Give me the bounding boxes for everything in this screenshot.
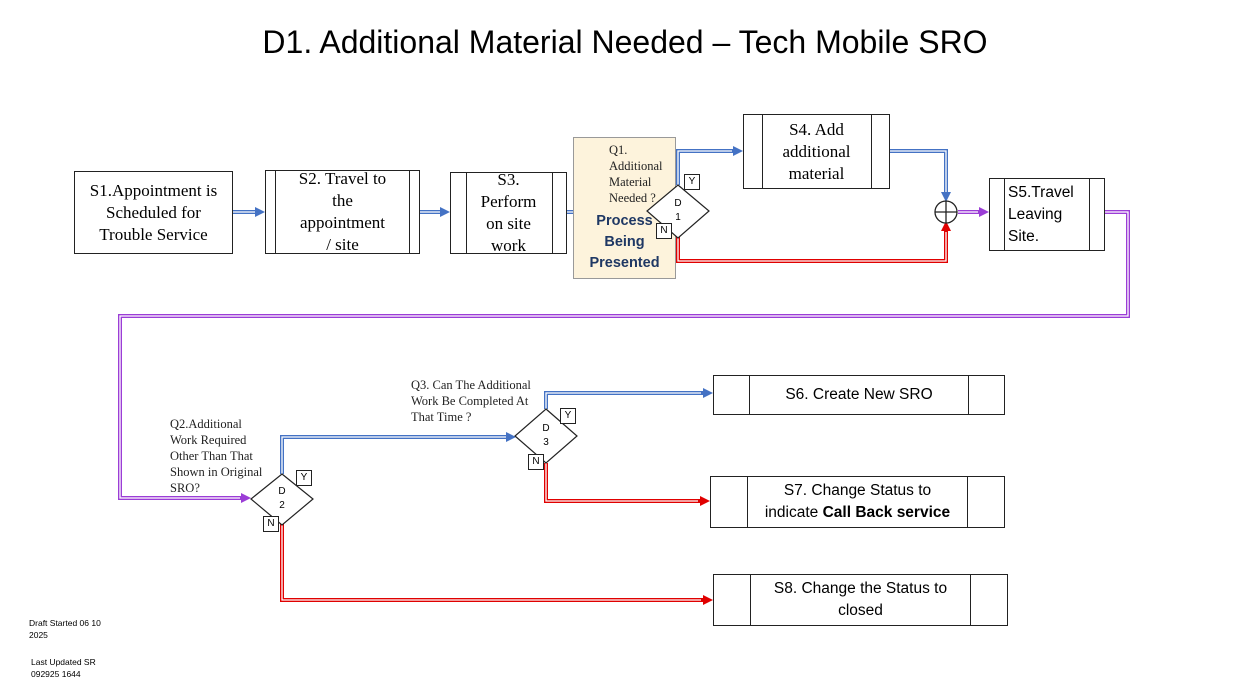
step-s8[interactable]: S8. Change the Status to closed — [713, 574, 1008, 626]
diagram-title: D1. Additional Material Needed – Tech Mo… — [262, 24, 988, 60]
step-s6-right-bar — [968, 376, 969, 414]
d2-no-badge: N — [263, 516, 279, 532]
step-s2-left-bar — [275, 171, 276, 253]
step-s3-left-bar — [466, 173, 467, 253]
decision-d2-label: D 2 — [274, 485, 290, 513]
step-s3-right-bar — [552, 173, 553, 253]
connector-d2-no-s8 — [280, 524, 713, 605]
summing-junction — [934, 200, 958, 224]
last-updated-note: Last Updated SR 092925 1644 — [31, 657, 96, 679]
connector-d3-no-s7 — [544, 463, 710, 506]
decision-d1-label: D 1 — [670, 197, 686, 225]
connector-d2-yes-d3 — [280, 432, 516, 474]
step-s7-prefix: indicate — [764, 504, 823, 521]
d1-no-badge: N — [656, 223, 672, 239]
step-s7[interactable]: S7. Change Status to indicate Call Back … — [710, 476, 1005, 528]
process-presented-label: Process Being Presented — [589, 213, 660, 271]
step-s7-left-bar — [747, 477, 748, 527]
step-s8-right-bar — [970, 575, 971, 625]
step-s4[interactable]: S4. Add additional material — [743, 114, 890, 189]
step-s2-label: S2. Travel to the appointment / site — [298, 169, 387, 254]
step-s3-label: S3. Perform on site work — [480, 170, 537, 255]
step-s7-label: S7. Change Status to indicate Call Back … — [748, 477, 967, 527]
step-s7-line2: indicate Call Back service — [765, 502, 950, 524]
connector-s4-join — [890, 149, 951, 202]
connector-d3-yes-s6 — [544, 388, 713, 409]
step-s5-label: S5.Travel Leaving Site. — [1008, 183, 1074, 245]
question-q1: Q1. Additional Material Needed ? — [609, 143, 663, 205]
step-s4-right-bar — [871, 115, 872, 188]
step-s2[interactable]: S2. Travel to the appointment / site — [265, 169, 420, 254]
decision-d3-number: 3 — [543, 437, 549, 448]
step-s7-line1: S7. Change Status to — [783, 482, 932, 499]
decision-d1-letter: D — [674, 198, 682, 209]
step-s8-left-bar — [750, 575, 751, 625]
decision-d3-letter: D — [542, 423, 550, 434]
decision-d2-letter: D — [278, 486, 286, 497]
step-s7-bold: Call Back service — [822, 504, 951, 521]
step-s6[interactable]: S6. Create New SRO — [713, 375, 1005, 415]
step-s1[interactable]: S1.Appointment is Scheduled for Trouble … — [74, 171, 233, 254]
decision-d3-label: D 3 — [538, 422, 554, 450]
step-s1-label: S1.Appointment is Scheduled for Trouble … — [89, 180, 218, 244]
connector-s5-d2 — [118, 210, 1130, 503]
d1-yes-badge: Y — [684, 174, 700, 190]
step-s4-left-bar — [762, 115, 763, 188]
step-s3[interactable]: S3. Perform on site work — [450, 170, 567, 255]
step-s4-label: S4. Add additional material — [782, 119, 851, 183]
step-s2-right-bar — [409, 171, 410, 253]
step-s7-right-bar — [967, 477, 968, 527]
step-s8-label: S8. Change the Status to closed — [773, 580, 948, 619]
connector-d1-no-join — [676, 221, 951, 263]
step-s5-left-bar — [1004, 179, 1005, 250]
decision-d1-number: 1 — [675, 212, 681, 223]
d3-yes-badge: Y — [560, 408, 576, 424]
d3-no-badge: N — [528, 454, 544, 470]
step-s6-label: S6. Create New SRO — [785, 386, 933, 403]
step-s6-left-bar — [749, 376, 750, 414]
step-s5-right-bar — [1089, 179, 1090, 250]
d2-yes-badge: Y — [296, 470, 312, 486]
question-q2: Q2.Additional Work Required Other Than T… — [170, 417, 263, 495]
step-s5[interactable]: S5.Travel Leaving Site. — [989, 178, 1105, 251]
draft-started-note: Draft Started 06 10 2025 — [29, 618, 101, 640]
decision-d2-number: 2 — [279, 500, 285, 511]
question-q3: Q3. Can The Additional Work Be Completed… — [411, 378, 531, 424]
connector-d1-yes-s4 — [676, 146, 743, 185]
